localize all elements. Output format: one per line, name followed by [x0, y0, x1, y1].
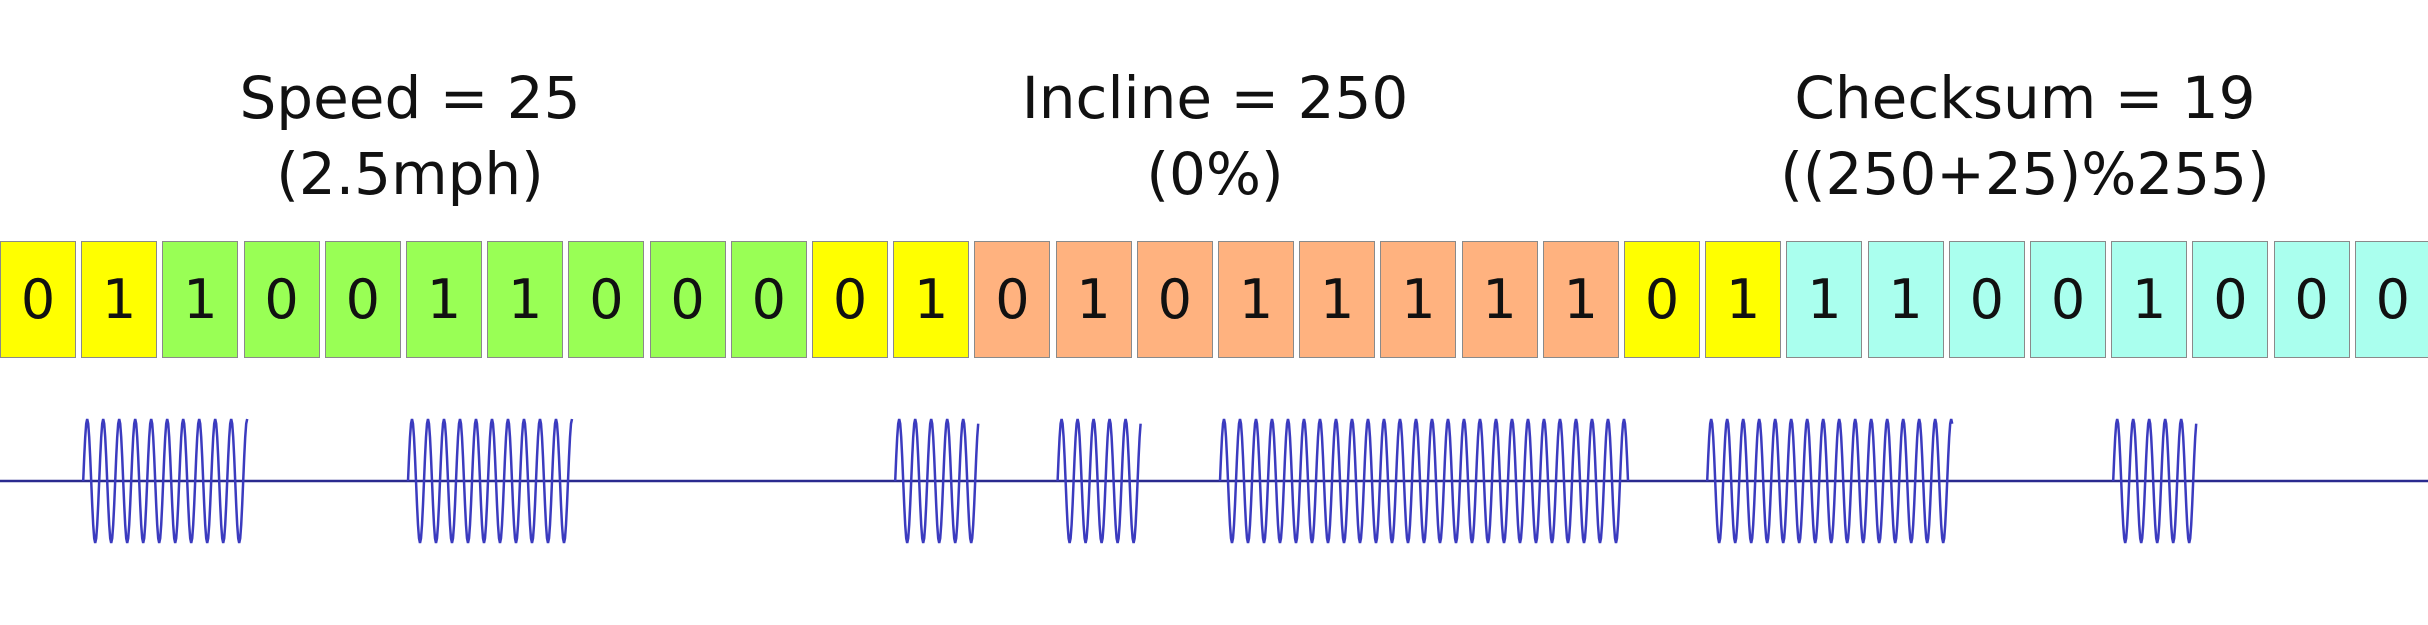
carrier-burst-6 [2111, 418, 2198, 544]
speed-label-detail: (2.5mph) [276, 140, 544, 208]
bit-speed-4: 0 [324, 241, 401, 358]
speed-label-title: Speed = 25 [239, 64, 581, 132]
checksum-label-title: Checksum = 19 [1794, 64, 2256, 132]
carrier-burst-3 [1056, 418, 1142, 544]
carrier-burst-4 [1218, 418, 1630, 544]
incline-label-title: Incline = 250 [1021, 64, 1409, 132]
bit-sync-0: 0 [0, 241, 76, 358]
bit-sync-21: 1 [1705, 241, 1782, 358]
bit-sync-10: 0 [812, 241, 888, 358]
bit-sync-1: 1 [81, 241, 158, 358]
bit-speed-9: 0 [730, 241, 807, 358]
bit-speed-6: 1 [487, 241, 564, 358]
checksum-label: Checksum = 19 ((250+25)%255) [1740, 60, 2310, 212]
speed-label: Speed = 25 (2.5mph) [205, 60, 615, 212]
bit-speed-2: 1 [162, 241, 239, 358]
incline-label-detail: (0%) [1146, 140, 1284, 208]
carrier-burst-0 [81, 418, 249, 544]
bit-checksum-24: 0 [1948, 241, 2025, 358]
bit-speed-8: 0 [649, 241, 726, 358]
carrier-burst-2 [893, 418, 980, 544]
bit-checksum-27: 0 [2192, 241, 2269, 358]
bit-checksum-29: 0 [2354, 241, 2428, 358]
bit-checksum-22: 1 [1786, 241, 1863, 358]
bit-incline-14: 0 [1136, 241, 1213, 358]
bit-incline-13: 1 [1055, 241, 1132, 358]
bit-sync-11: 1 [893, 241, 970, 358]
carrier-burst-5 [1705, 418, 1954, 544]
bit-checksum-28: 0 [2273, 241, 2350, 358]
bit-speed-5: 1 [406, 241, 482, 358]
bit-checksum-26: 1 [2111, 241, 2188, 358]
checksum-label-detail: ((250+25)%255) [1780, 140, 2270, 208]
bit-incline-18: 1 [1461, 241, 1538, 358]
bit-checksum-23: 1 [1867, 241, 1944, 358]
bit-sync-20: 0 [1624, 241, 1700, 358]
bit-incline-16: 1 [1299, 241, 1376, 358]
bit-checksum-25: 0 [2030, 241, 2106, 358]
bit-incline-17: 1 [1380, 241, 1457, 358]
bit-incline-12: 0 [974, 241, 1051, 358]
bit-incline-19: 1 [1542, 241, 1619, 358]
incline-label: Incline = 250 (0%) [1010, 60, 1420, 212]
bit-speed-3: 0 [243, 241, 320, 358]
carrier-burst-1 [406, 418, 574, 544]
bit-incline-15: 1 [1218, 241, 1294, 358]
bit-speed-7: 0 [568, 241, 645, 358]
